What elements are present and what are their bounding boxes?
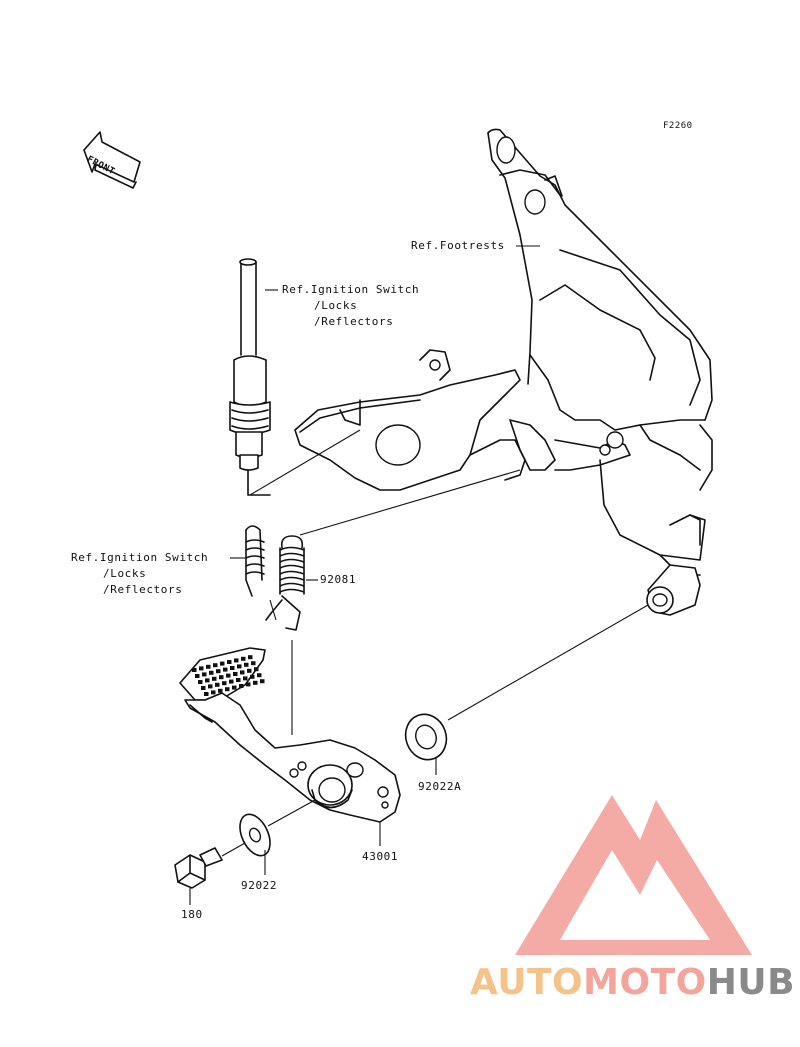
leader-lines (189, 245, 649, 905)
tread-cell (230, 666, 235, 670)
tread-cell (254, 667, 259, 672)
switch-spring (245, 525, 265, 597)
watermark-hub: HUB (706, 962, 796, 1003)
ref-ignition-label-top-line1: Ref.Ignition Switch (282, 283, 420, 296)
watermark-logo (515, 795, 752, 955)
tread-cell (195, 674, 200, 678)
pedal-tread-grid (192, 655, 265, 696)
tread-cell (240, 670, 245, 675)
brake-pedal (179, 647, 401, 823)
watermark-auto: AUTO (470, 962, 584, 1003)
tread-cell (257, 673, 262, 678)
tread-cell (244, 662, 249, 667)
tread-cell (239, 684, 244, 688)
tread-cell (202, 672, 207, 677)
tread-cell (243, 676, 248, 681)
ref-ignition-label-left-line1: Ref.Ignition Switch (71, 551, 209, 564)
tread-cell (219, 675, 224, 680)
tread-cell (248, 655, 253, 660)
tread-cell (232, 685, 237, 690)
tread-cell (204, 692, 209, 696)
tread-cell (216, 669, 221, 674)
watermark-text: AUTOMOTOHUB (470, 962, 795, 1003)
tread-cell (246, 682, 251, 687)
tread-cell (223, 667, 228, 672)
plate-hole (375, 424, 421, 466)
ref-ignition-label-left-line3: /Reflectors (103, 583, 183, 596)
front-arrow-icon (83, 131, 141, 189)
tread-cell (234, 658, 239, 663)
ref-footrests-label: Ref.Footrests (411, 239, 505, 252)
tread-cell (211, 690, 216, 695)
part-number-180: 180 (181, 908, 203, 921)
tread-cell (208, 684, 213, 689)
part-number-92081: 92081 (320, 573, 357, 586)
tread-cell (236, 678, 241, 682)
bracket-mount-hole (524, 189, 546, 215)
tread-cell (233, 672, 238, 676)
part-number-92022: 92022 (241, 879, 278, 892)
tread-cell (220, 661, 225, 666)
tread-cell (199, 666, 204, 671)
part-number-43001: 43001 (362, 850, 399, 863)
tread-cell (222, 681, 227, 686)
tread-cell (198, 680, 203, 684)
tread-cell (241, 656, 246, 661)
tread-cell (213, 663, 218, 668)
tread-cell (218, 688, 223, 693)
part-number-92022a: 92022A (418, 780, 462, 793)
tread-cell (225, 687, 230, 692)
tread-cell (201, 686, 206, 690)
watermark-moto: MOTO (583, 962, 707, 1003)
figure-code: F2260 (663, 121, 693, 131)
bracket-mount-hole (496, 136, 516, 164)
footrest-bracket (487, 128, 713, 576)
tread-cell (209, 670, 214, 675)
ref-ignition-label-left-line2: /Locks (103, 567, 147, 580)
switch-mounting-plate (294, 349, 526, 491)
brake-light-switch (229, 258, 271, 496)
tread-cell (237, 664, 242, 669)
tread-cell (247, 668, 252, 673)
bolt-180 (174, 847, 223, 889)
tread-cell (227, 660, 232, 664)
washer-92022a (404, 713, 448, 761)
tread-cell (192, 668, 197, 672)
ref-ignition-label-top-line3: /Reflectors (314, 315, 394, 328)
ref-ignition-label-top-line2: /Locks (314, 299, 358, 312)
tread-cell (260, 679, 265, 684)
tread-cell (205, 678, 210, 683)
return-spring (265, 535, 305, 631)
tread-cell (206, 664, 211, 669)
tread-cell (251, 661, 256, 666)
tread-cell (212, 676, 217, 681)
tread-cell (229, 679, 234, 684)
tread-cell (215, 682, 220, 687)
tread-cell (226, 673, 231, 678)
washer-92022 (239, 813, 271, 857)
pivot-bushing (646, 564, 701, 616)
tread-cell (250, 674, 255, 679)
tread-cell (253, 680, 258, 685)
